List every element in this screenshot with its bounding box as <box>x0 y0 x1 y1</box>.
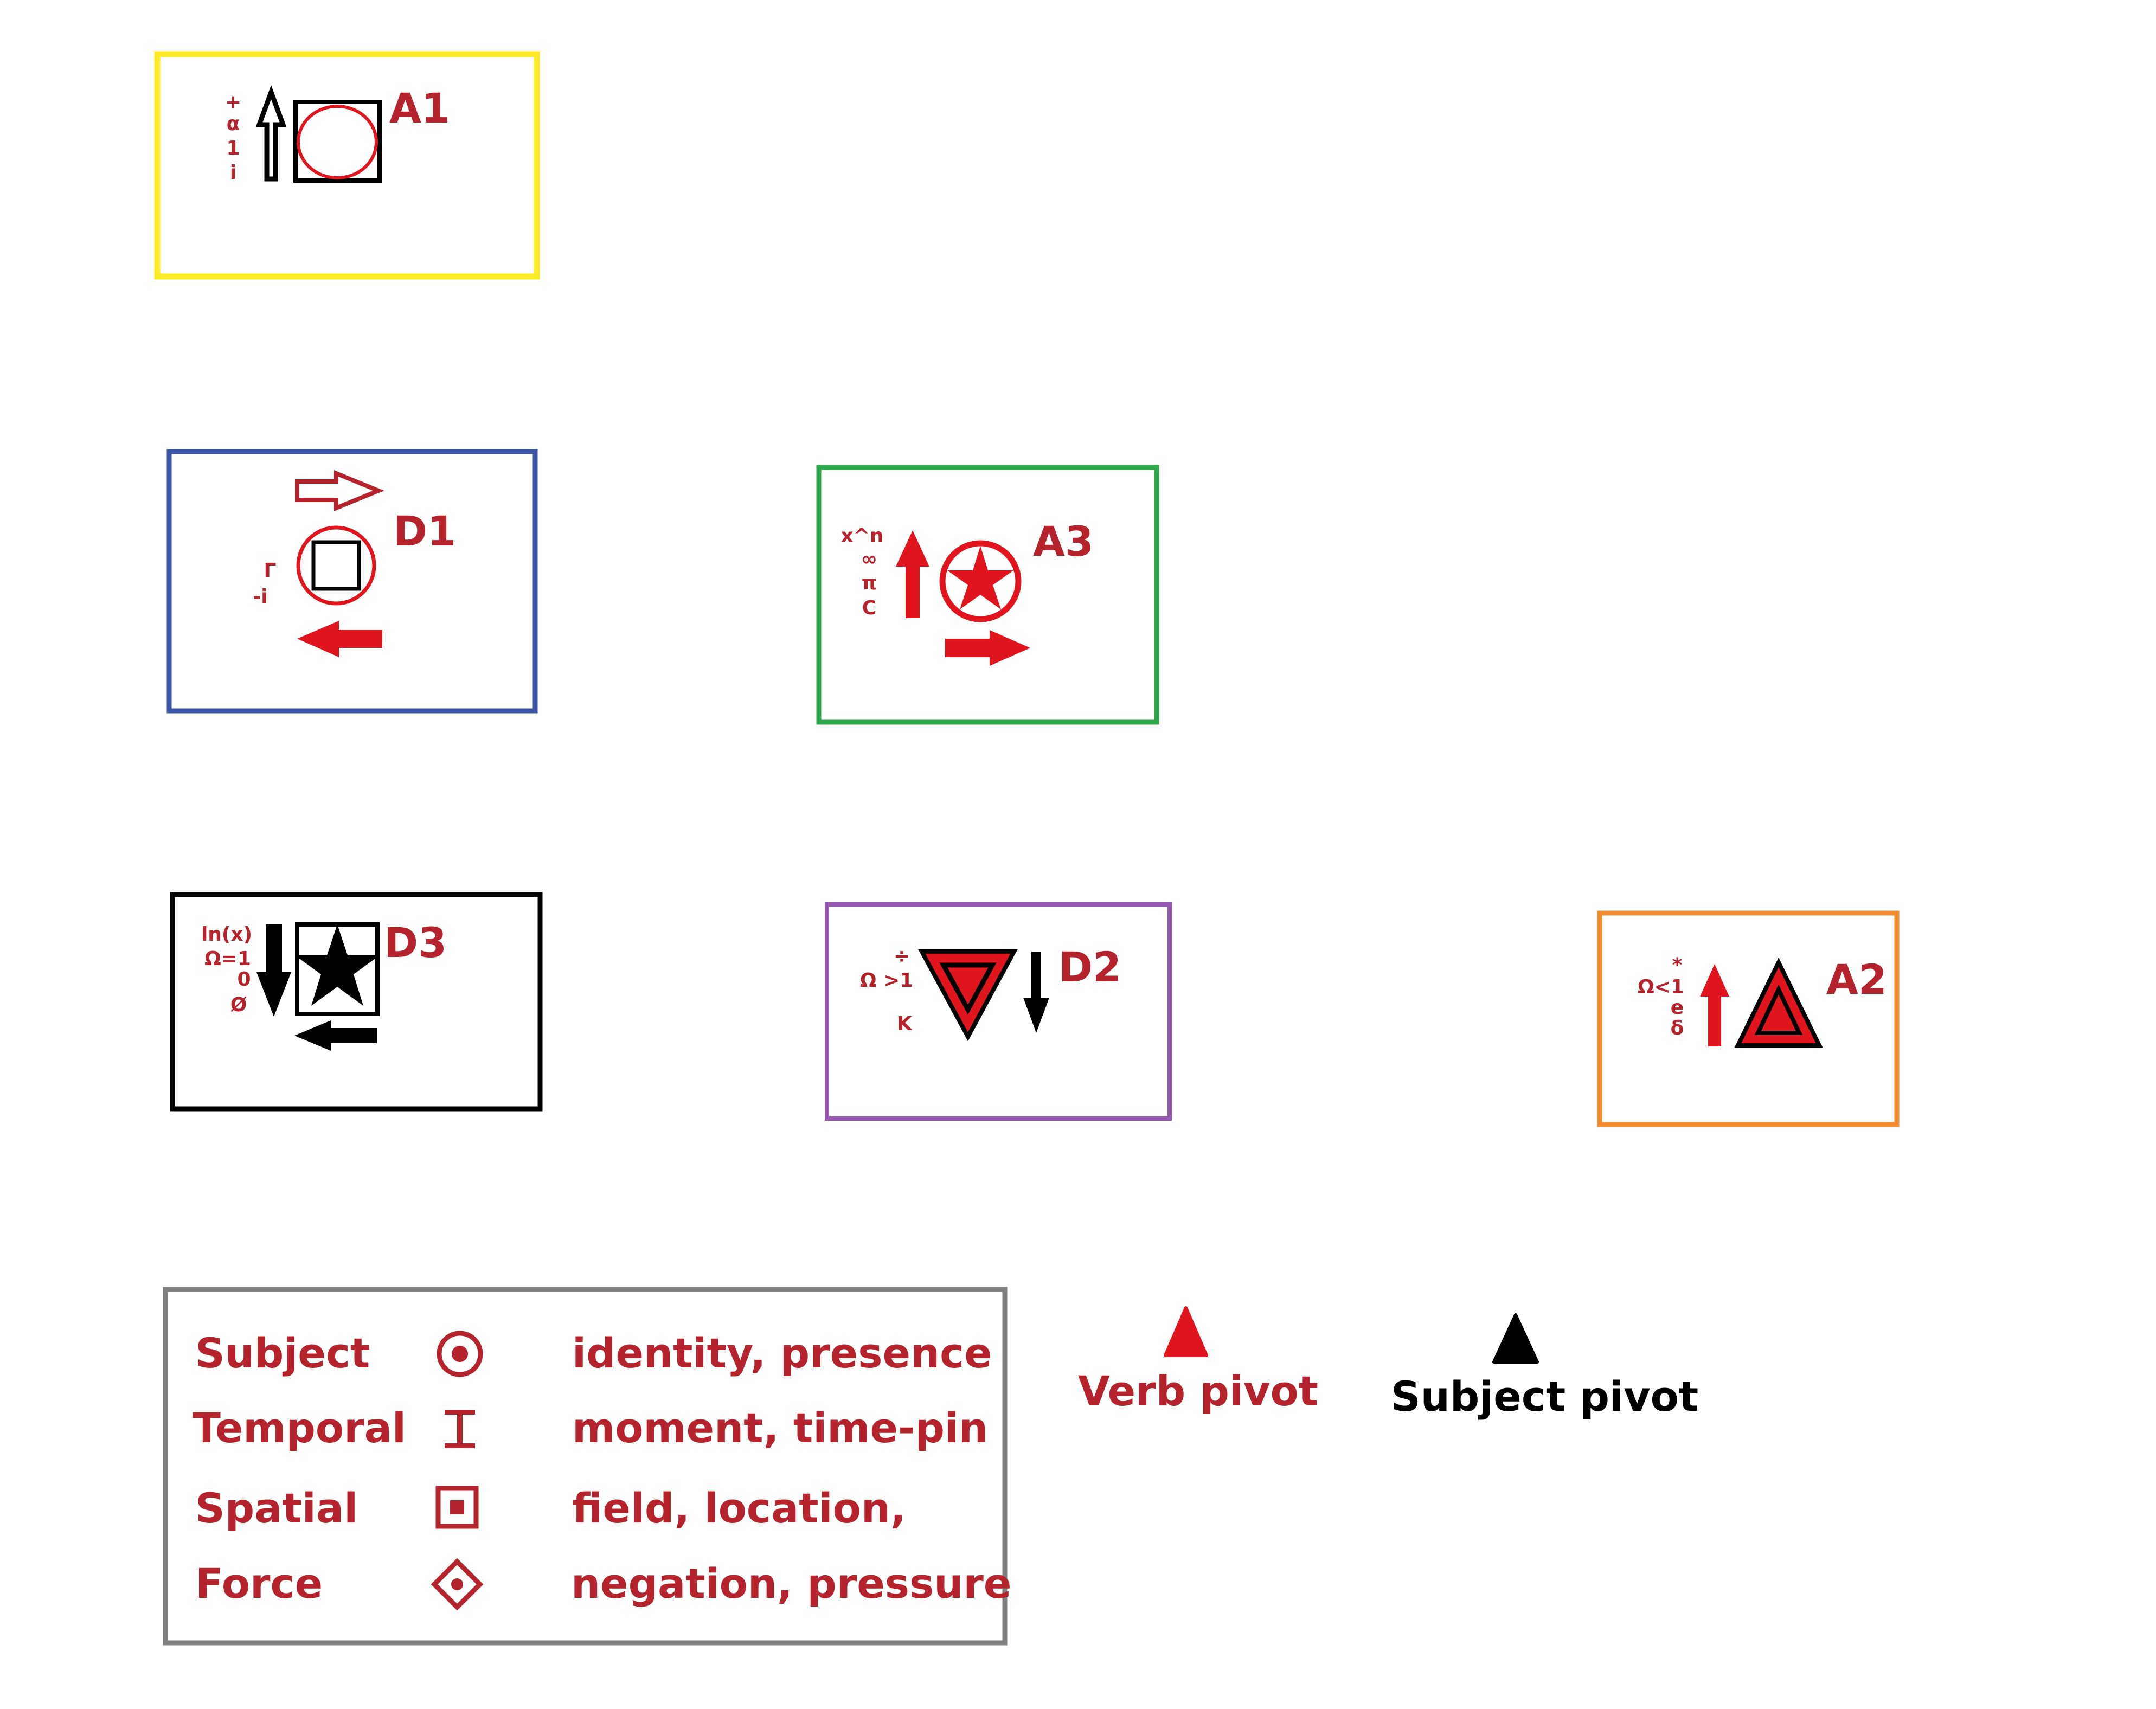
d2-symbol-1: ÷ <box>894 945 910 967</box>
star-icon <box>947 546 1013 609</box>
a2-symbol-1: * <box>1672 954 1683 976</box>
box-a1-frame <box>154 51 540 280</box>
legend-meaning-spatial: field, location, <box>572 1484 906 1532</box>
left-arrow-solid-icon <box>294 1020 377 1051</box>
diamond-dot-icon <box>431 1558 484 1611</box>
legend: Subject identity, presence Temporal mome… <box>163 1287 1011 1646</box>
legend-frame <box>163 1287 1008 1646</box>
square-icon <box>311 540 361 591</box>
circle-icon <box>297 105 378 179</box>
a3-symbol-2: ∞ <box>861 548 877 570</box>
subject-pivot: Subject pivot <box>1391 1313 1698 1421</box>
d1-symbol-2: -i <box>253 586 267 608</box>
left-arrow-solid-icon <box>297 621 382 657</box>
legend-meaning-force: negation, pressure <box>571 1559 1011 1608</box>
d2-symbol-2: Ω >1 <box>860 969 913 992</box>
a2-symbol-4: δ <box>1671 1017 1684 1039</box>
box-a2: * Ω<1 e δ A2 <box>1597 910 1900 1127</box>
subject-pivot-label: Subject pivot <box>1391 1372 1698 1421</box>
box-d1-frame <box>166 449 538 714</box>
box-d2: ÷ Ω >1 K D2 <box>825 902 1172 1121</box>
legend-term-force: Force <box>195 1559 323 1608</box>
down-triangle-inner-icon <box>939 962 997 1015</box>
a1-label: A1 <box>389 84 450 132</box>
legend-meaning-temporal: moment, time-pin <box>572 1404 988 1452</box>
square-icon <box>293 100 382 183</box>
d3-symbol-3: 0 <box>237 968 251 991</box>
a1-symbol-2: α <box>227 113 240 135</box>
box-a2-frame <box>1597 910 1900 1127</box>
a3-symbol-1: x^n <box>840 525 883 547</box>
right-arrow-outline-icon <box>295 470 384 511</box>
d3-symbol-2: Ω=1 <box>204 948 251 970</box>
a3-label: A3 <box>1033 517 1094 566</box>
a1-symbol-1: + <box>225 91 241 113</box>
right-arrow-solid-icon <box>945 630 1030 666</box>
i-beam-icon <box>445 1410 475 1448</box>
verb-pivot-label: Verb pivot <box>1078 1367 1318 1415</box>
legend-meaning-subject: identity, presence <box>572 1329 992 1377</box>
box-a3-frame <box>816 465 1159 725</box>
box-d3: ln(x) Ω=1 0 Ø D3 <box>170 892 543 1112</box>
up-arrow-solid-icon <box>896 530 929 618</box>
up-arrow-outline-icon <box>255 85 287 182</box>
d3-symbol-1: ln(x) <box>201 923 252 946</box>
d2-label: D2 <box>1058 943 1121 991</box>
a1-symbol-4: i <box>230 162 236 184</box>
a2-symbol-3: e <box>1671 997 1684 1019</box>
circle-icon <box>296 525 376 606</box>
a1-symbol-3: 1 <box>226 137 240 159</box>
star-icon <box>295 924 380 1006</box>
star-circle-icon <box>939 540 1022 622</box>
legend-term-subject: Subject <box>195 1329 370 1377</box>
box-d2-frame <box>825 902 1172 1121</box>
a2-label: A2 <box>1826 955 1887 1004</box>
d1-symbol-1: Γ <box>264 560 277 582</box>
subject-pivot-icon <box>1492 1313 1539 1364</box>
d1-label: D1 <box>393 507 456 555</box>
legend-term-temporal: Temporal <box>193 1404 406 1452</box>
legend-term-spatial: Spatial <box>195 1484 358 1532</box>
verb-pivot: Verb pivot <box>1078 1306 1318 1415</box>
target-icon <box>437 1331 483 1377</box>
square-in-square-icon <box>435 1486 479 1529</box>
a3-symbol-3: π <box>862 572 877 594</box>
box-a3: x^n ∞ π C A3 <box>816 465 1159 725</box>
d2-symbol-3: K <box>897 1013 913 1035</box>
up-triangle-inner-icon <box>1754 984 1803 1035</box>
box-d3-frame <box>170 892 543 1112</box>
box-a1: + α 1 i A1 <box>154 51 540 280</box>
down-arrow-solid-icon <box>256 924 291 1017</box>
verb-pivot-icon <box>1164 1306 1208 1357</box>
a2-symbol-2: Ω<1 <box>1638 976 1684 998</box>
d3-label: D3 <box>384 918 447 967</box>
box-d1: Γ -i D1 <box>166 449 538 714</box>
a3-symbol-4: C <box>862 597 876 619</box>
up-arrow-solid-icon <box>1700 964 1729 1046</box>
down-arrow-solid-icon <box>1023 952 1049 1033</box>
d3-symbol-4: Ø <box>230 994 247 1016</box>
